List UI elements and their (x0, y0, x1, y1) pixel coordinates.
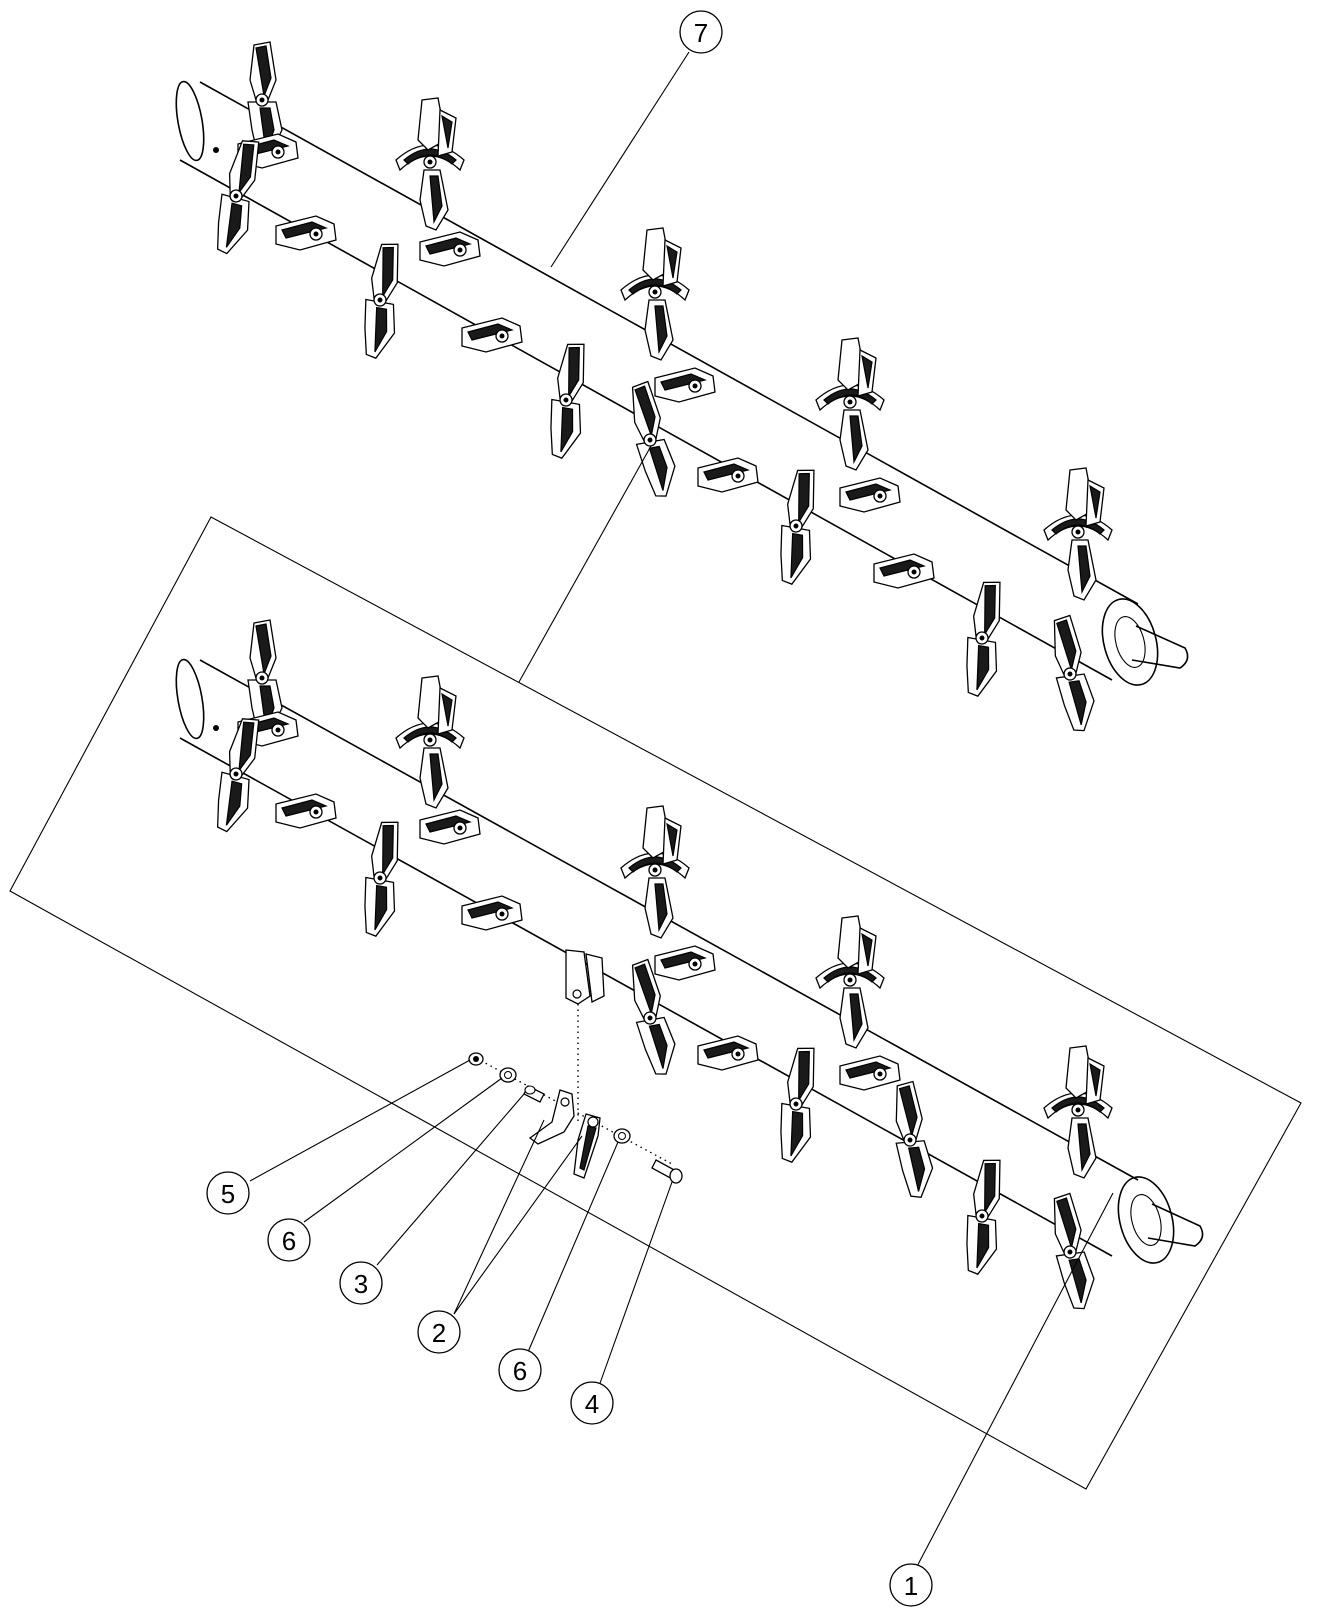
callout-label: 7 (694, 18, 708, 48)
part-tine-blades (528, 1089, 601, 1179)
callout-1: 1 (889, 1563, 933, 1607)
callout-7: 7 (679, 10, 723, 54)
callout-label: 6 (282, 1226, 296, 1256)
rotor-assembly-top (175, 41, 1189, 735)
part-bolt (651, 1159, 683, 1184)
callout-label: 3 (354, 1269, 368, 1299)
part-nut (468, 1052, 484, 1066)
leader-frame-to-rotor (518, 445, 652, 683)
part-washer-a (499, 1067, 517, 1083)
part-washer-b (613, 1128, 631, 1144)
callout-5: 5 (206, 1171, 250, 1215)
leader-lines (249, 51, 1114, 1575)
callout-label: 5 (221, 1179, 235, 1209)
callout-2: 2 (417, 1310, 461, 1354)
callout-label: 4 (585, 1389, 599, 1419)
callout-label: 2 (432, 1318, 446, 1348)
callout-label: 6 (513, 1356, 527, 1386)
callout-3: 3 (339, 1261, 383, 1305)
callout-6a: 6 (267, 1218, 311, 1262)
callout-6b: 6 (498, 1348, 542, 1392)
part-bushing (523, 1085, 545, 1103)
callout-label: 1 (904, 1571, 918, 1601)
callout-4: 4 (570, 1381, 614, 1425)
exploded-hardware (468, 1004, 683, 1184)
exploded-view-frame (9, 516, 1302, 1490)
rotor-assembly-bottom (175, 619, 1204, 1313)
